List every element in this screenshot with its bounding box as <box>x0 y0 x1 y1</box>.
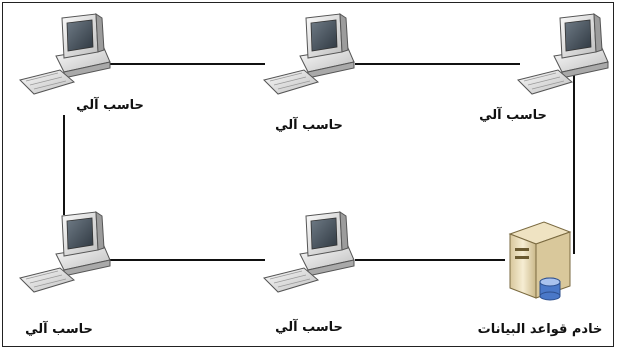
node-label-top-right: حاسب آلي <box>479 108 547 123</box>
computer-icon <box>19 211 111 293</box>
node-label-bottom-left: حاسب آلي <box>25 322 93 337</box>
computer-icon <box>517 13 609 95</box>
computer-node-top-left <box>12 12 122 96</box>
database-server-icon <box>509 221 571 301</box>
computer-node-top-middle <box>256 12 366 96</box>
computer-icon <box>19 13 111 95</box>
server-node <box>500 212 610 301</box>
computer-icon <box>263 13 355 95</box>
diagram-frame <box>2 2 614 347</box>
connection-lines <box>63 63 575 261</box>
node-label-top-middle: حاسب آلي <box>275 118 343 133</box>
node-label-top-left: حاسب آلي <box>76 98 144 113</box>
computer-icon <box>263 211 355 293</box>
computer-node-top-right <box>510 12 618 96</box>
computer-node-bottom-left <box>12 210 122 294</box>
node-label-bottom-middle: حاسب آلي <box>275 320 343 335</box>
computer-node-bottom-middle <box>256 210 366 294</box>
node-label-server: خادم قواعد البيانات <box>477 322 603 337</box>
